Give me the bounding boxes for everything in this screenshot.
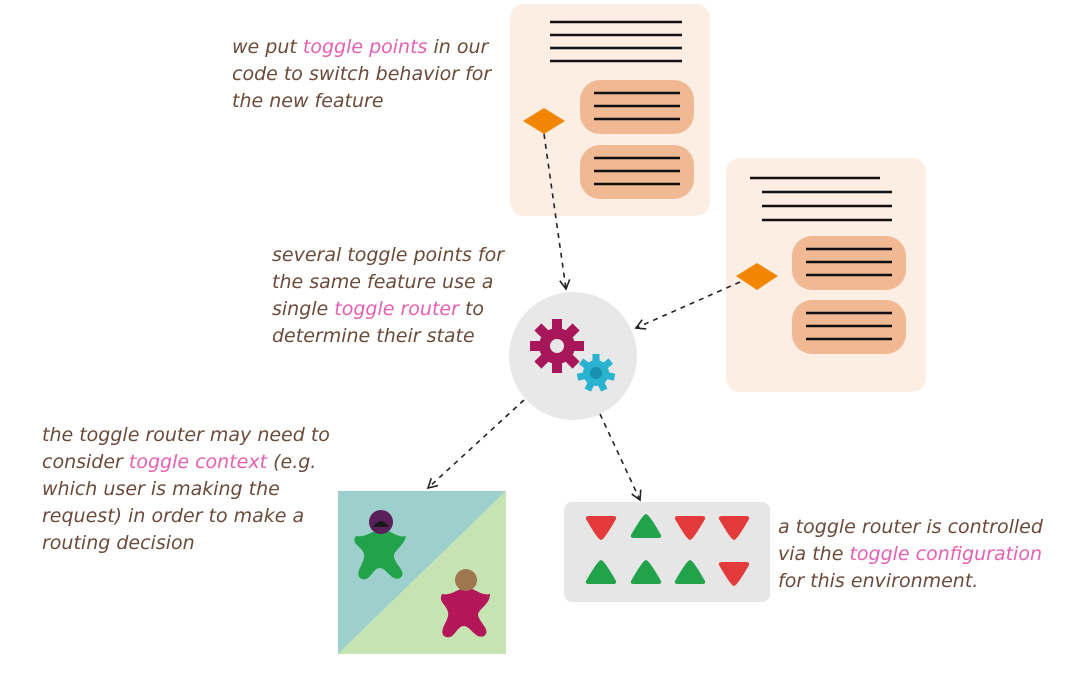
toggle-off-marker xyxy=(718,562,750,586)
arrow-toggle-point-2-to-router xyxy=(634,281,741,330)
toggle-point-2 xyxy=(736,263,778,290)
arrow-router-to-context xyxy=(426,399,525,490)
toggle-router xyxy=(509,292,637,420)
toggle-off-marker xyxy=(718,516,750,540)
toggle-on-marker xyxy=(585,560,617,584)
toggle-on-marker xyxy=(674,560,706,584)
user-icon xyxy=(440,569,490,638)
user-icon xyxy=(354,510,406,580)
arrow-router-to-configuration xyxy=(599,413,642,502)
toggle-on-marker xyxy=(630,560,662,584)
toggle-context-note: the toggle router may need to consider t… xyxy=(42,424,330,554)
toggle-configuration-term: toggle configuration xyxy=(849,543,1042,565)
toggle-router-note: several toggle points for the same featu… xyxy=(272,244,505,347)
toggle-configuration-note: a toggle router is controlled via the to… xyxy=(778,516,1043,592)
toggle-points-term: toggle points xyxy=(302,36,428,58)
toggle-context xyxy=(338,491,506,654)
code-block-1 xyxy=(510,4,710,216)
toggle-router-term: toggle router xyxy=(334,298,459,320)
arrow-toggle-point-1-to-router xyxy=(543,133,571,291)
toggle-configuration xyxy=(564,502,770,602)
toggle-off-marker xyxy=(585,516,617,540)
small-gear-icon xyxy=(576,354,616,392)
toggle-context-term: toggle context xyxy=(128,451,268,473)
toggle-points-note: we put toggle points in our code to swit… xyxy=(232,36,492,112)
toggle-off-marker xyxy=(674,516,706,540)
toggle-point-1 xyxy=(523,108,565,134)
code-block-2 xyxy=(726,158,926,392)
gear-icon xyxy=(530,319,584,373)
toggle-on-marker xyxy=(630,514,662,538)
